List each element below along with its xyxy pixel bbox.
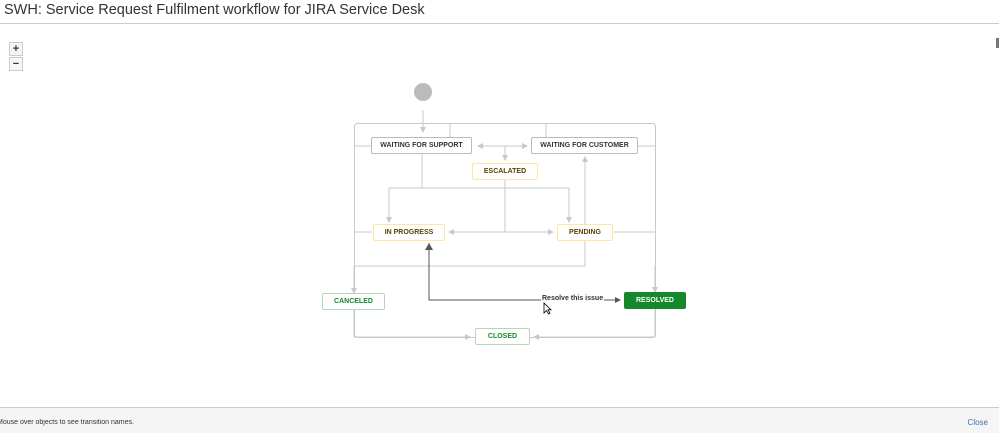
status-closed[interactable]: CLOSED	[475, 328, 530, 345]
workflow-transitions	[351, 110, 658, 340]
scrollbar[interactable]	[996, 38, 999, 48]
status-pending[interactable]: PENDING	[557, 224, 613, 241]
zoom-in-button[interactable]: +	[9, 42, 23, 56]
status-waiting-for-support[interactable]: WAITING FOR SUPPORT	[371, 137, 472, 154]
status-in-progress[interactable]: IN PROGRESS	[373, 224, 445, 241]
dialog-header: SWH: Service Request Fulfilment workflow…	[0, 0, 999, 24]
transition-line	[353, 310, 471, 340]
zoom-controls: + −	[9, 42, 23, 72]
workflow-diagram: WAITING FOR SUPPORT WAITING FOR CUSTOMER…	[0, 24, 999, 407]
status-escalated[interactable]: ESCALATED	[472, 163, 538, 180]
dialog-footer: Mouse over objects to see transition nam…	[0, 407, 999, 433]
mouse-cursor-icon	[543, 302, 552, 315]
highlight-arrow-head	[425, 243, 433, 250]
zoom-out-button[interactable]: −	[9, 57, 23, 71]
resolve-transition-highlighted[interactable]	[428, 243, 621, 303]
status-resolved[interactable]: RESOLVED	[624, 292, 686, 309]
transition-line	[354, 241, 586, 267]
status-canceled[interactable]: CANCELED	[322, 293, 385, 310]
transition-line	[533, 309, 656, 340]
transition-label-resolve: Resolve this issue	[541, 295, 605, 302]
dialog-title: SWH: Service Request Fulfilment workflow…	[4, 2, 425, 18]
footer-hint: Mouse over objects to see transition nam…	[0, 419, 134, 426]
close-link[interactable]: Close	[967, 418, 988, 427]
status-waiting-for-customer[interactable]: WAITING FOR CUSTOMER	[531, 137, 638, 154]
start-node[interactable]	[414, 83, 432, 101]
